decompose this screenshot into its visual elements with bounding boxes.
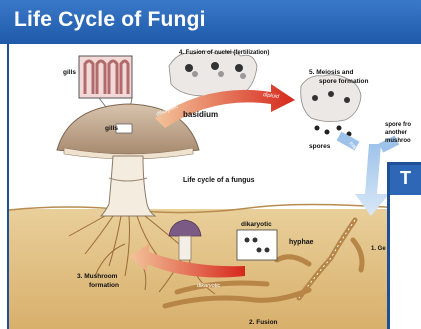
label-germination: 1. Ge — [371, 246, 386, 252]
label-meiosis-line2: spore formation — [319, 78, 369, 85]
center-caption: Life cycle of a fungus — [183, 177, 255, 184]
label-spores: spores — [309, 143, 331, 150]
label-dikaryotic-bottom: dikaryotic — [197, 283, 220, 289]
label-basidium: basidium — [183, 110, 218, 119]
inset-heading: T — [390, 165, 421, 195]
page-title: Life Cycle of Fungi — [14, 8, 206, 32]
label-fusion: 2. Fusion — [249, 319, 278, 326]
label-meiosis-line1: 5. Meiosis and — [309, 69, 353, 76]
dikaryotic-closeup — [237, 230, 277, 260]
label-gills-lower: gills — [105, 125, 118, 132]
label-hyphae: hyphae — [289, 239, 314, 246]
label-gills-upper: gills — [63, 69, 76, 76]
label-dikaryotic-box: dikaryotic — [241, 221, 272, 228]
overlapping-inset-panel: T — [387, 162, 421, 329]
label-spore-from-line2: another — [385, 130, 408, 136]
label-fusion-of-nuclei: 4. Fusion of nuclei (fertilization) — [179, 50, 269, 56]
label-mushroom-formation-line1: 3. Mushroom — [77, 273, 118, 280]
diagram-panel: gills gills basidium 4. Fusion of nuclei… — [7, 44, 421, 329]
label-spore-from-line3: mushroo — [385, 138, 411, 144]
label-mushroom-formation-line2: formation — [89, 282, 119, 289]
fungus-life-cycle-illustration: gills gills basidium 4. Fusion of nuclei… — [9, 44, 421, 329]
mature-mushroom — [57, 104, 199, 216]
title-bar: Life Cycle of Fungi — [0, 0, 421, 44]
label-spore-from-line1: spore fro — [385, 122, 411, 128]
